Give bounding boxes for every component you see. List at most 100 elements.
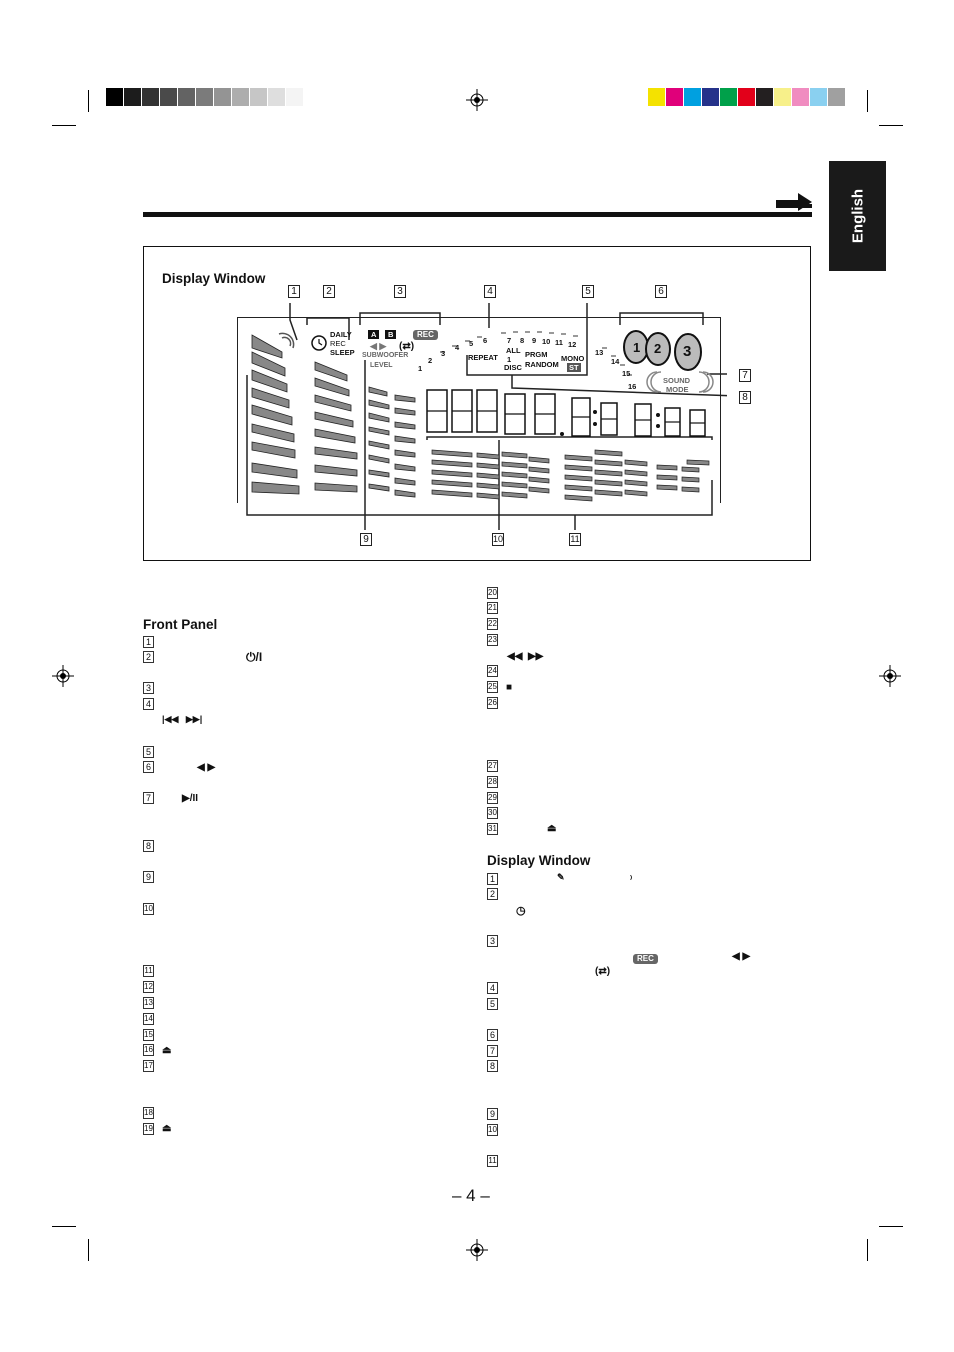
crop-mark (879, 125, 903, 126)
front-panel-item-number: 15 (143, 1029, 154, 1041)
eject-icon: ⏏ (547, 823, 557, 834)
front-panel-item-number: 23 (487, 634, 498, 646)
front-panel-item-number: 7 (143, 792, 154, 804)
registration-mark-icon (52, 665, 74, 687)
reverse-mode-icon: (⇄) (595, 966, 611, 977)
front-panel-item-number: 16 (143, 1044, 154, 1056)
lcd-reverse-icon: (⇄) (399, 341, 415, 352)
lcd-disc-2: 2 (654, 341, 662, 356)
lcd-track-13: 13 (595, 348, 604, 357)
skip-icon: |◀◀ ▶▶| (162, 714, 203, 724)
front-panel-item-number: 12 (143, 981, 154, 993)
color-swatch (250, 88, 268, 106)
display-window-item-number: 5 (487, 998, 498, 1010)
front-panel-item-number: 2 (143, 651, 154, 663)
color-swatch (124, 88, 142, 106)
stop-icon: ■ (506, 682, 513, 693)
color-swatch (738, 88, 756, 106)
lcd-track-9: 9 (532, 336, 537, 345)
display-figure (143, 246, 811, 561)
grayscale-bar (106, 88, 304, 106)
color-swatch (106, 88, 124, 106)
front-panel-item-number: 9 (143, 871, 154, 883)
lcd-track-11: 11 (555, 338, 563, 347)
display-window-item-number: 11 (487, 1155, 498, 1167)
callout-2: 2 (323, 285, 335, 298)
direction-icon: ◀ ▶ (732, 951, 751, 962)
front-panel-item-number: 20 (487, 587, 498, 599)
callout-11: 11 (569, 533, 581, 546)
callout-9: 9 (360, 533, 372, 546)
play-pause-icon: ▶/II (182, 793, 199, 804)
lcd-repeat: REPEAT (468, 353, 498, 362)
front-panel-item-number: 19 (143, 1123, 154, 1135)
lcd-disc-1: 1 (633, 340, 641, 355)
callout-3: 3 (394, 285, 406, 298)
color-swatch (756, 88, 774, 106)
direction-icon: ◀ ▶ (197, 762, 216, 773)
lcd-direction-icon: ◀ ▶ (370, 341, 387, 351)
lcd-disc-3: 3 (683, 343, 692, 360)
display-window-item-number: 10 (487, 1124, 498, 1136)
crop-mark (52, 1226, 76, 1227)
language-tab-label: English (849, 188, 866, 244)
registration-mark-icon (466, 1239, 488, 1261)
rewind-fastforward-icon: ◀◀ ▶▶ (507, 651, 544, 662)
front-panel-item-number: 4 (143, 698, 154, 710)
callout-7: 7 (739, 369, 751, 382)
color-swatch (286, 88, 304, 106)
lcd-track-4: 4 (455, 343, 460, 352)
lcd-track-1: 1 (418, 364, 423, 373)
display-window-item-number: 3 (487, 935, 498, 947)
lcd-track-6: 6 (483, 336, 488, 345)
display-window-heading: Display Window (487, 853, 591, 868)
lcd-sound: SOUND (663, 376, 691, 385)
color-swatch (214, 88, 232, 106)
front-panel-heading: Front Panel (143, 617, 218, 632)
lcd-track-14: 14 (611, 357, 620, 366)
lcd-track-3: 3 (441, 349, 446, 358)
rec-badge: REC (633, 954, 658, 964)
lcd-track-16: 16 (628, 382, 637, 391)
callout-4: 4 (484, 285, 496, 298)
color-swatch (142, 88, 160, 106)
front-panel-item-number: 8 (143, 840, 154, 852)
front-panel-item-number: 30 (487, 807, 498, 819)
color-swatch (666, 88, 684, 106)
lcd-daily: DAILY (330, 330, 352, 339)
front-panel-item-number: 24 (487, 665, 498, 677)
color-swatch (684, 88, 702, 106)
lcd-rec: REC (330, 339, 346, 348)
color-swatch (720, 88, 738, 106)
callout-5: 5 (582, 285, 594, 298)
front-panel-item-number: 14 (143, 1013, 154, 1025)
lcd-level: LEVEL (370, 362, 393, 369)
color-swatch (178, 88, 196, 106)
signal-icon: ⁾ (630, 874, 633, 884)
color-swatch (774, 88, 792, 106)
lcd-track-8: 8 (520, 336, 525, 345)
crop-mark (88, 1239, 89, 1261)
display-window-item-number: 7 (487, 1045, 498, 1057)
front-panel-item-number: 18 (143, 1107, 154, 1119)
front-panel-item-number: 17 (143, 1060, 154, 1072)
callout-8: 8 (739, 391, 751, 404)
lcd-subwoofer: SUBWOOFER (362, 352, 409, 359)
lcd-all: ALL (506, 346, 521, 355)
color-swatch (160, 88, 178, 106)
color-swatch (828, 88, 846, 106)
eject-icon: ⏏ (162, 1045, 172, 1056)
color-swatch (232, 88, 250, 106)
crop-mark (52, 125, 76, 126)
lcd-disc: DISC (504, 363, 522, 372)
front-panel-item-number: 21 (487, 602, 498, 614)
lcd-track-2: 2 (428, 356, 433, 365)
display-window-item-number: 9 (487, 1108, 498, 1120)
lcd-rec-badge: REC (413, 330, 438, 340)
standby-icon: ⏻/I (246, 650, 263, 664)
lcd-mono: MONO (561, 354, 585, 363)
color-swatch (268, 88, 286, 106)
crop-mark (879, 1226, 903, 1227)
lcd-random: RANDOM (525, 360, 559, 369)
front-panel-item-number: 13 (143, 997, 154, 1009)
